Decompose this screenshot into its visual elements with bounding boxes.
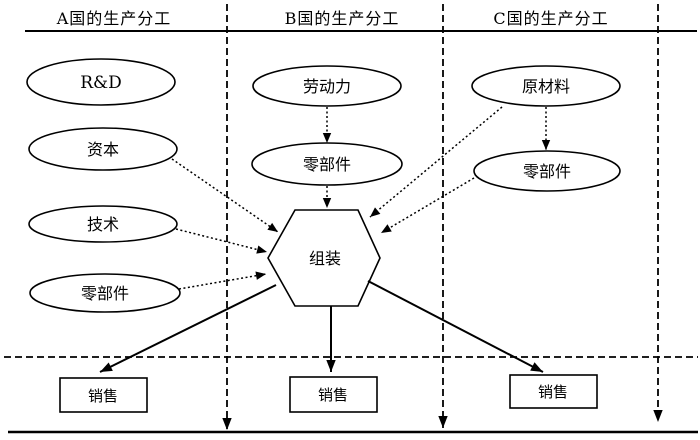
node-rnd: R&D bbox=[26, 58, 176, 106]
technology-ellipse bbox=[28, 205, 178, 243]
node-sales-c: 销售 bbox=[509, 374, 598, 409]
capital-ellipse bbox=[28, 127, 178, 171]
capital-label: 资本 bbox=[87, 140, 119, 159]
sales-b-box bbox=[289, 376, 378, 413]
node-parts-c: 零部件 bbox=[473, 150, 621, 192]
header-country-b: B国的生产分工 bbox=[285, 9, 400, 28]
raw-materials-ellipse bbox=[471, 65, 621, 107]
labor-label: 劳动力 bbox=[303, 77, 351, 96]
parts-b-ellipse bbox=[251, 142, 403, 186]
sales-c-label: 销售 bbox=[538, 383, 568, 401]
arrow-capital-to-assembly bbox=[171, 158, 279, 233]
assembly-hexagon bbox=[267, 209, 381, 307]
node-parts-a: 零部件 bbox=[29, 273, 181, 313]
sales-a-label: 销售 bbox=[88, 387, 118, 405]
node-labor: 劳动力 bbox=[252, 65, 402, 107]
parts-c-ellipse bbox=[473, 150, 621, 192]
node-sales-a: 销售 bbox=[59, 377, 148, 413]
sales-a-box bbox=[59, 377, 148, 413]
arrow-technology-to-assembly bbox=[175, 228, 268, 254]
arrow-parts-a-to-assembly bbox=[178, 271, 267, 290]
parts-c-label: 零部件 bbox=[523, 162, 571, 181]
header-country-a: A国的生产分工 bbox=[56, 9, 172, 28]
rnd-ellipse bbox=[26, 58, 176, 106]
labor-ellipse bbox=[252, 65, 402, 107]
technology-label: 技术 bbox=[87, 215, 119, 234]
node-sales-b: 销售 bbox=[289, 376, 378, 413]
arrow-raw-materials-to-assembly bbox=[369, 106, 503, 218]
node-raw-materials: 原材料 bbox=[471, 65, 621, 107]
sales-b-label: 销售 bbox=[318, 386, 348, 404]
arrow-assembly-to-sales-c bbox=[367, 280, 544, 373]
parts-a-ellipse bbox=[29, 273, 181, 313]
arrow-assembly-to-sales-a bbox=[99, 284, 277, 373]
arrow-parts-c-to-assembly bbox=[380, 177, 475, 234]
raw-materials-label: 原材料 bbox=[522, 77, 570, 96]
rnd-label: R&D bbox=[80, 73, 122, 93]
assembly-label: 组装 bbox=[309, 249, 341, 268]
node-capital: 资本 bbox=[28, 127, 178, 171]
sales-c-box bbox=[509, 374, 598, 409]
node-parts-b: 零部件 bbox=[251, 142, 403, 186]
parts-a-label: 零部件 bbox=[81, 284, 129, 303]
node-assembly: 组装 bbox=[267, 209, 381, 307]
header-country-c: C国的生产分工 bbox=[493, 9, 608, 28]
parts-b-label: 零部件 bbox=[303, 155, 351, 174]
node-technology: 技术 bbox=[28, 205, 178, 243]
